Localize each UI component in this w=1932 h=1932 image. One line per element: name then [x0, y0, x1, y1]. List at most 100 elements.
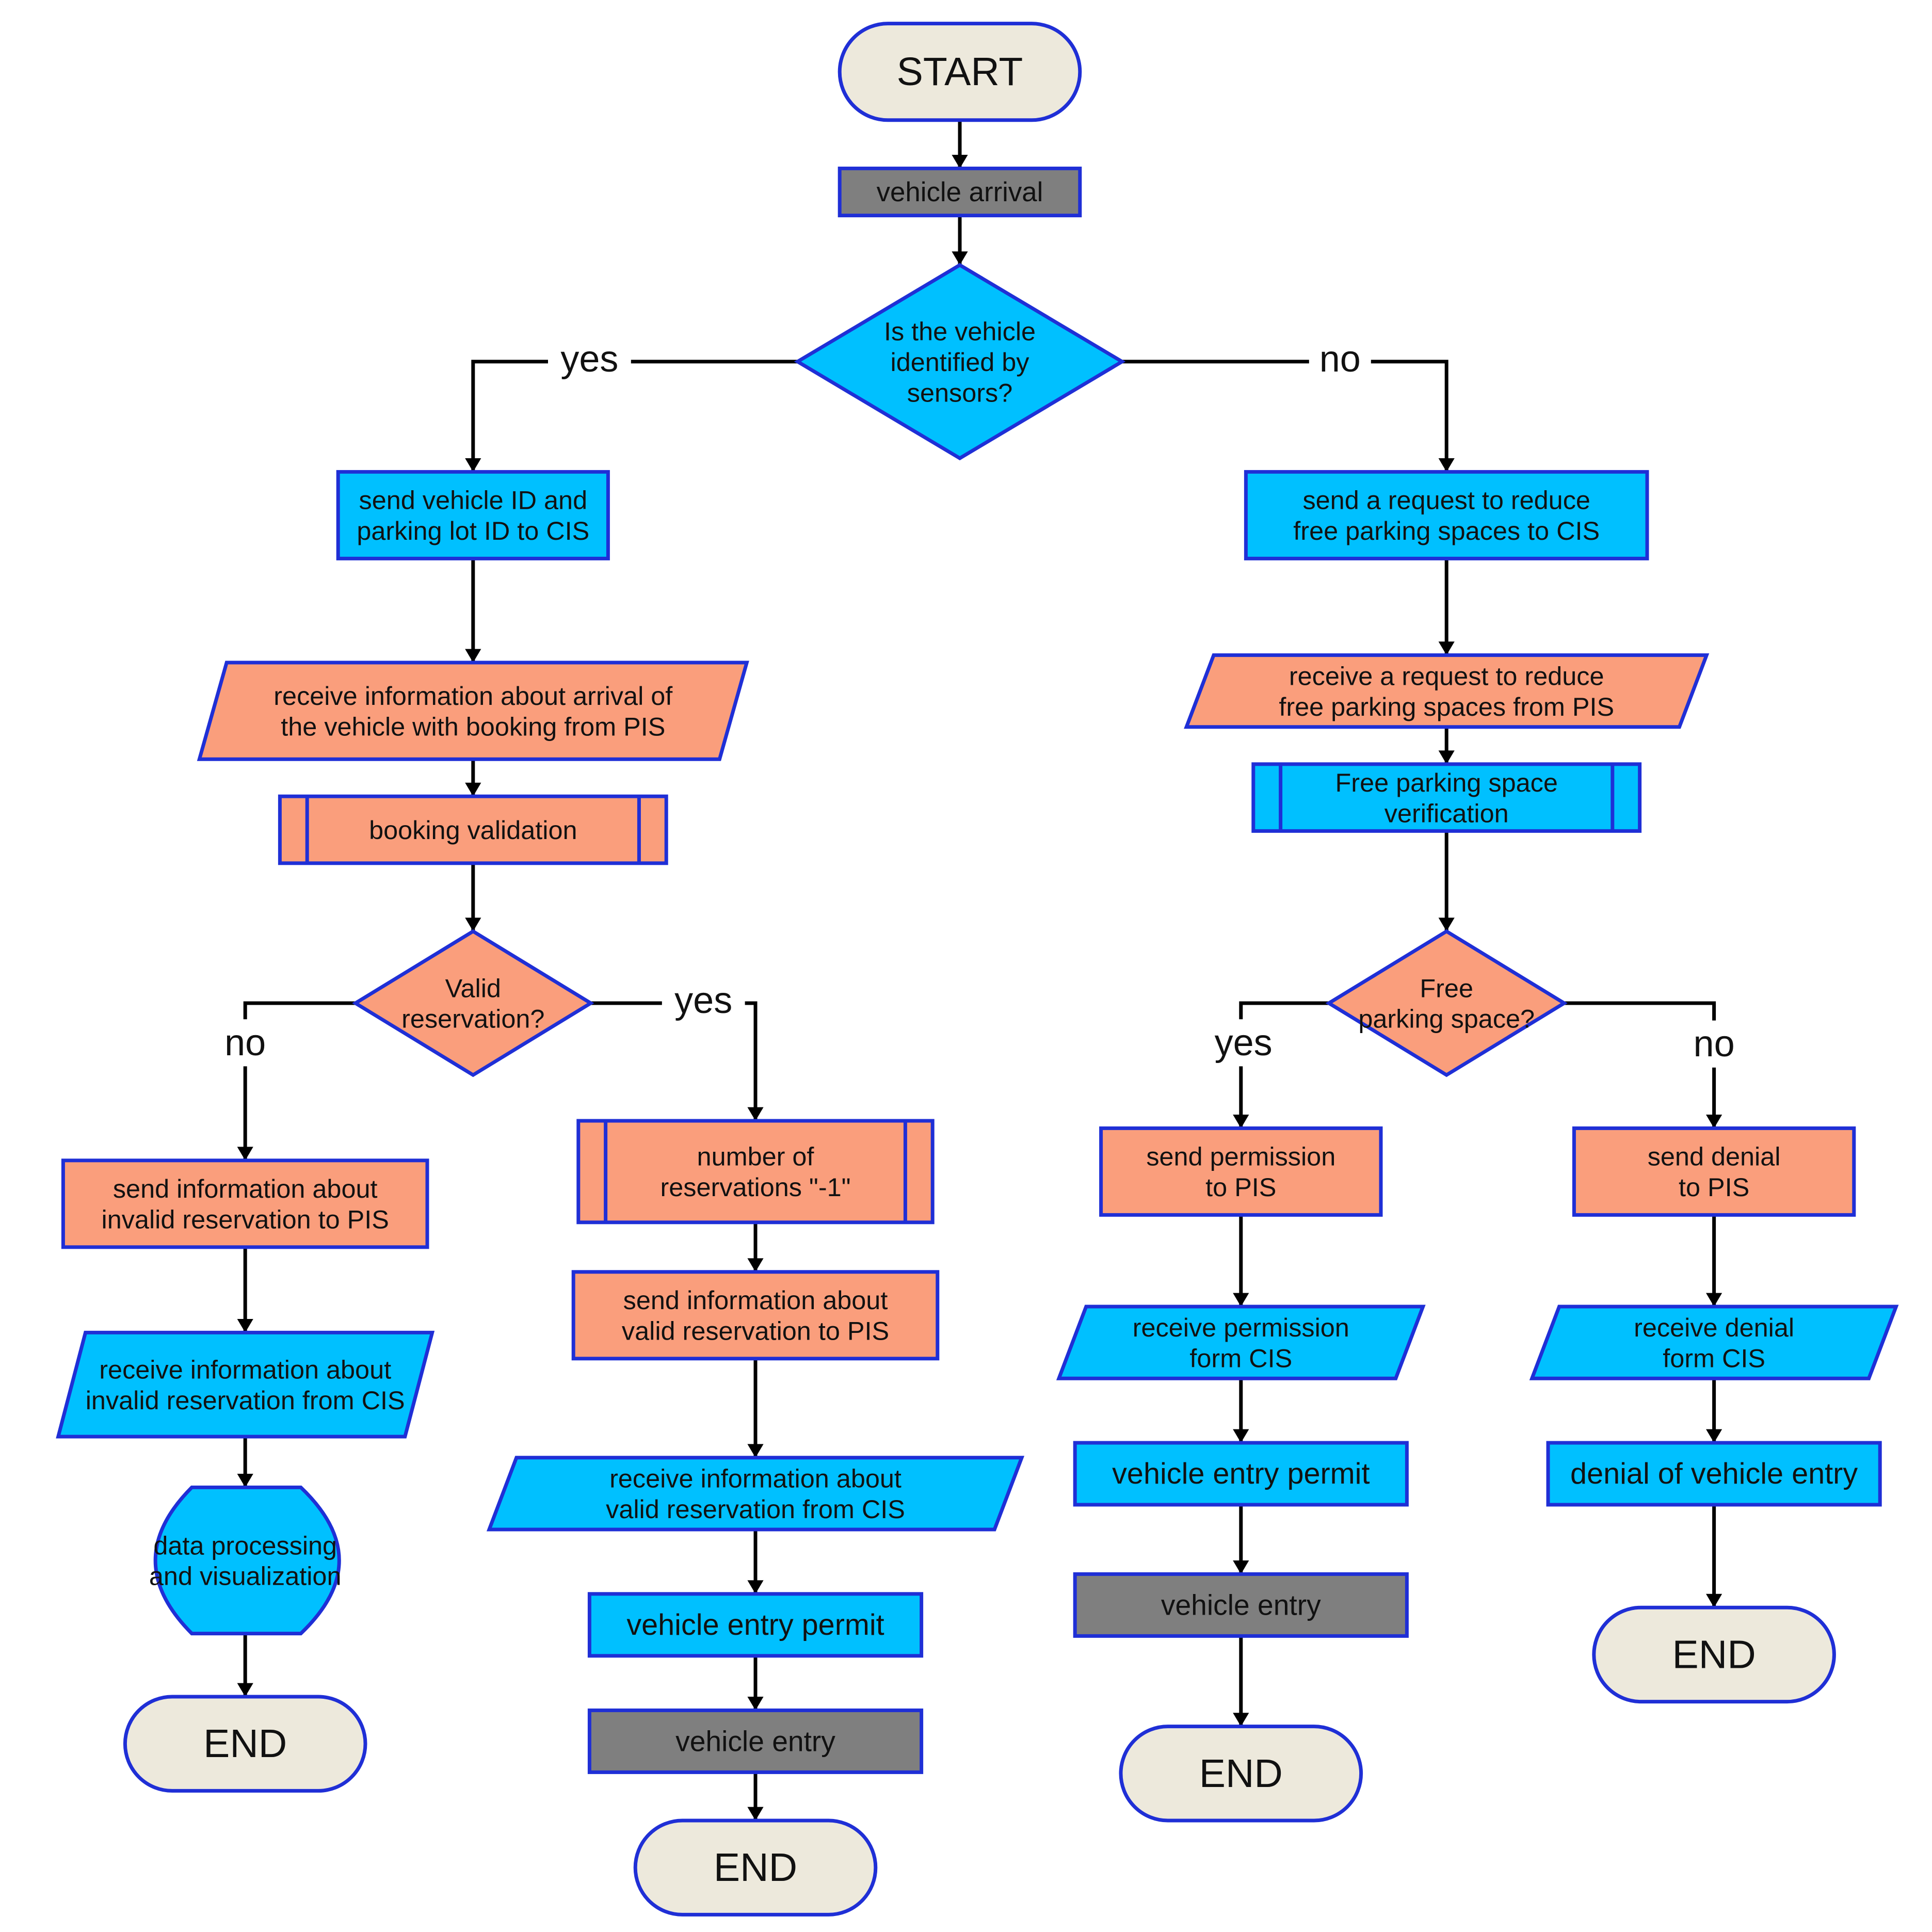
send-id-line-2: parking lot ID to CIS	[357, 516, 589, 545]
arrowhead-4	[1438, 458, 1455, 472]
label-free-yes: yes	[1215, 1022, 1273, 1064]
send-perm-line-2: to PIS	[1205, 1172, 1276, 1202]
connector-9	[590, 1001, 758, 1121]
booking-val-text: booking validation	[369, 815, 577, 845]
recv-arrival-line-2: the vehicle with booking from PIS	[281, 712, 665, 741]
entry-b-line-1: vehicle entry	[675, 1725, 835, 1757]
arrival-text: vehicle arrival	[877, 177, 1043, 207]
permit-c-text: vehicle entry permit	[1112, 1457, 1370, 1490]
arrowhead-25	[1233, 1560, 1249, 1574]
send-denial-shape	[1572, 1126, 1856, 1217]
arrowhead-29	[1706, 1593, 1722, 1608]
arrowhead-17	[747, 1807, 764, 1821]
arrowhead-18	[1438, 641, 1455, 655]
label-bg-free-no	[1683, 1020, 1745, 1068]
send-reduce-line-1: send a request to reduce	[1302, 485, 1590, 514]
recv-valid-line-1: receive information about	[609, 1463, 901, 1493]
arrowhead-21	[1233, 1115, 1249, 1129]
end-d-shape	[1592, 1605, 1836, 1704]
label-bg-ident-yes	[548, 335, 631, 383]
data-proc-line-1: data processing	[153, 1531, 337, 1560]
recv-arrival-line-1: receive information about arrival of	[273, 681, 673, 710]
recv-valid-shape	[486, 1456, 1025, 1532]
start-text: START	[897, 50, 1023, 94]
end-c-text: END	[1199, 1751, 1283, 1796]
end-a-text: END	[203, 1721, 287, 1766]
send-reduce-shape	[1244, 470, 1649, 560]
send-invalid-line-1: send information about	[113, 1174, 378, 1203]
send-reduce-line-2: free parking spaces to CIS	[1293, 516, 1600, 545]
label-ident-no: no	[1319, 339, 1361, 380]
send-perm-shape	[1099, 1126, 1383, 1217]
end-c-line-1: END	[1199, 1751, 1283, 1796]
arrowhead-23	[1233, 1293, 1249, 1307]
d-identified-shape	[794, 263, 1126, 461]
arrowhead-15	[747, 1580, 764, 1594]
d-identified-line-2: identified by	[891, 347, 1030, 376]
d-free-shape	[1325, 929, 1568, 1077]
arrowhead-5	[465, 649, 481, 663]
permit-b-line-1: vehicle entry permit	[626, 1608, 884, 1641]
arrowhead-28	[1706, 1429, 1722, 1443]
arrowhead-3	[465, 458, 481, 472]
label-valid-no: no	[224, 1022, 266, 1064]
permit-b-text: vehicle entry permit	[626, 1608, 884, 1641]
connector-22	[1564, 1001, 1716, 1129]
denial-entry-shape	[1546, 1441, 1882, 1507]
arrowhead-27	[1706, 1293, 1722, 1307]
label-bg-ident-no	[1309, 335, 1371, 383]
free-verif-line-2: verification	[1384, 798, 1509, 828]
d-free-line-2: parking space?	[1358, 1004, 1535, 1033]
label-bg-valid-yes	[662, 977, 745, 1024]
connector-4	[1122, 360, 1448, 472]
label-ident-yes: yes	[560, 339, 618, 380]
end-d-line-1: END	[1672, 1632, 1756, 1677]
arrowhead-6	[465, 782, 481, 797]
label-free-no: no	[1694, 1023, 1735, 1065]
entry-c-shape	[1073, 1572, 1409, 1638]
arrowhead-22	[1706, 1115, 1722, 1129]
d-identified-line-3: sensors?	[907, 378, 1012, 407]
permit-c-shape	[1073, 1441, 1409, 1507]
send-invalid-shape	[61, 1158, 429, 1249]
recv-reduce-shape	[1184, 653, 1710, 729]
permit-b-shape	[587, 1592, 924, 1658]
arrowhead-8	[237, 1147, 253, 1161]
denial-entry-text: denial of vehicle entry	[1570, 1457, 1858, 1490]
send-valid-shape	[571, 1270, 940, 1361]
arrival-line-1: vehicle arrival	[877, 177, 1043, 207]
d-free-line-1: Free	[1420, 973, 1473, 1003]
recv-denial-line-1: receive denial	[1634, 1312, 1794, 1342]
permit-c-line-1: vehicle entry permit	[1112, 1457, 1370, 1490]
connector-21	[1239, 1001, 1329, 1129]
booking-val-line-1: booking validation	[369, 815, 577, 845]
send-id-line-1: send vehicle ID and	[359, 485, 588, 514]
d-valid-line-2: reservation?	[401, 1004, 544, 1033]
d-valid-line-1: Valid	[445, 973, 501, 1003]
send-valid-line-2: valid reservation to PIS	[622, 1316, 889, 1345]
entry-c-text: vehicle entry	[1161, 1589, 1321, 1621]
send-denial-line-1: send denial	[1648, 1141, 1781, 1171]
d-valid-shape	[352, 929, 594, 1077]
send-perm-line-1: send permission	[1146, 1141, 1335, 1171]
arrowhead-19	[1438, 750, 1455, 764]
recv-perm-line-2: form CIS	[1189, 1343, 1292, 1373]
connectors	[237, 120, 1722, 1821]
recv-reduce-line-2: free parking spaces from PIS	[1279, 691, 1614, 721]
free-verif-shape	[1251, 762, 1642, 833]
arrowhead-2	[952, 251, 968, 265]
data-proc-line-2: and visualization	[149, 1561, 342, 1590]
num-res-line-1: number of	[697, 1141, 815, 1171]
recv-valid-line-2: valid reservation from CIS	[606, 1494, 905, 1524]
end-a-shape	[123, 1695, 367, 1793]
